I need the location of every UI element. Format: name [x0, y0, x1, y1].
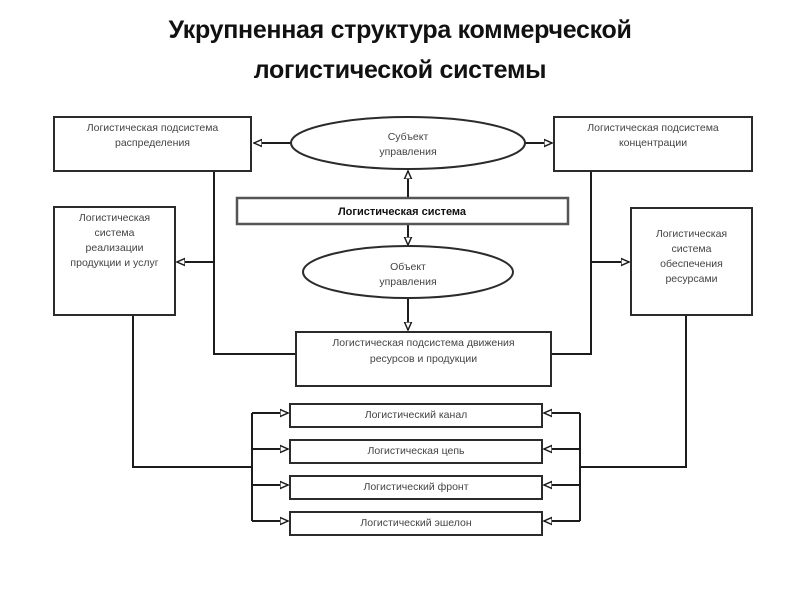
node-object-label-1: Объект: [390, 261, 426, 273]
node-subject: Субъект управления: [290, 116, 526, 170]
node-resource-supply-label-1: Логистическая: [656, 228, 727, 240]
node-channel: Логистический канал: [289, 403, 543, 428]
node-realization: Логистическая система реализации продукц…: [53, 206, 176, 316]
edge-distribution-to-movement: [213, 171, 296, 355]
edge-concentration-to-movement: [551, 171, 592, 355]
connectors: [132, 143, 687, 521]
node-object: Объект управления: [302, 245, 514, 299]
node-concentration-label-1: Логистическая подсистема: [587, 122, 719, 134]
node-front: Логистический фронт: [289, 475, 543, 500]
node-front-label: Логистический фронт: [363, 481, 468, 493]
node-chain-label: Логистическая цепь: [367, 445, 465, 457]
node-distribution-label-1: Логистическая подсистема: [87, 122, 219, 134]
node-echelon-label: Логистический эшелон: [360, 517, 472, 529]
node-subject-label-2: управления: [379, 146, 436, 158]
node-resource-supply-label-3: обеспечения: [660, 258, 723, 270]
node-realization-label-4: продукции и услуг: [70, 257, 158, 269]
edge-realization-to-group: [132, 315, 252, 468]
edge-resource-supply-to-group: [580, 315, 687, 468]
node-resource-supply: Логистическая система обеспечения ресурс…: [630, 207, 753, 316]
diagram-title-line-2: логистической системы: [253, 56, 547, 84]
node-channel-label: Логистический канал: [365, 409, 468, 421]
diagram-title-line-1: Укрупненная структура коммерческой: [168, 16, 632, 44]
node-movement-label-2: ресурсов и продукции: [370, 353, 477, 365]
node-distribution: Логистическая подсистема распределения: [53, 116, 252, 172]
node-movement-label-1: Логистическая подсистема движения: [332, 337, 514, 349]
node-chain: Логистическая цепь: [289, 439, 543, 464]
node-realization-label-1: Логистическая: [79, 212, 150, 224]
node-movement: Логистическая подсистема движения ресурс…: [295, 331, 552, 387]
node-concentration: Логистическая подсистема концентрации: [553, 116, 753, 172]
node-resource-supply-label-4: ресурсами: [665, 273, 717, 285]
node-echelon: Логистический эшелон: [289, 511, 543, 536]
node-resource-supply-label-2: система: [672, 243, 712, 255]
node-concentration-label-2: концентрации: [619, 137, 687, 149]
node-object-label-2: управления: [379, 276, 436, 288]
node-realization-label-2: система: [95, 227, 135, 239]
node-logistics-system-label: Логистическая система: [338, 206, 467, 218]
node-realization-label-3: реализации: [86, 242, 144, 254]
node-subject-label-1: Субъект: [388, 131, 429, 143]
node-logistics-system: Логистическая система: [235, 196, 570, 226]
node-distribution-label-2: распределения: [115, 137, 190, 149]
